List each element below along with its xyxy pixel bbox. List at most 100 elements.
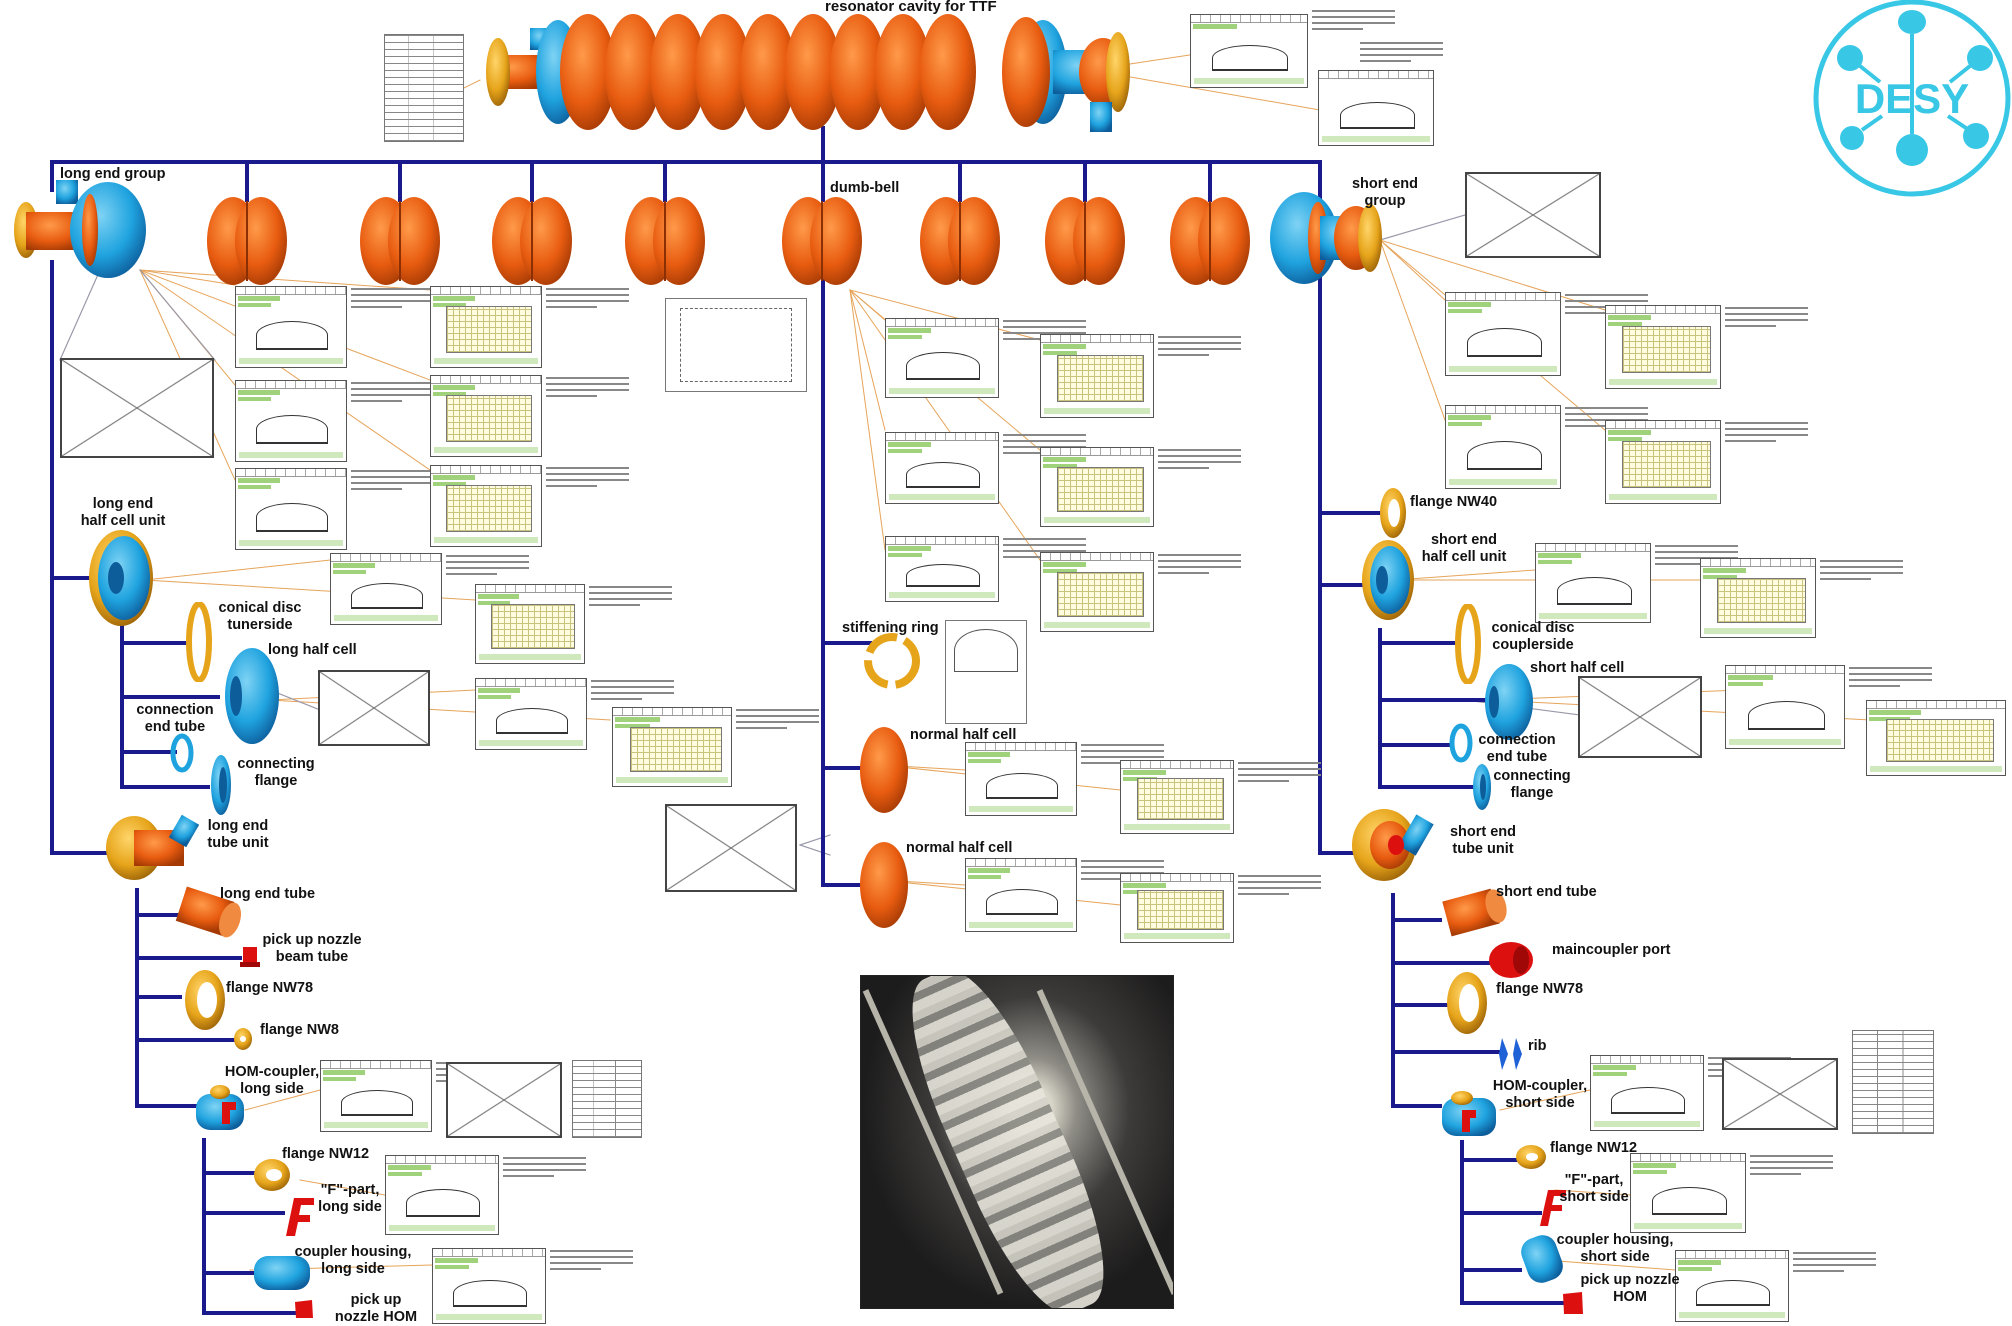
cavity-inspection-sheet [1190, 14, 1308, 88]
inspection-sheet [320, 1060, 432, 1132]
sheet-note [1793, 1248, 1885, 1278]
inspection-sheet [1040, 334, 1154, 418]
sheet-note [1725, 303, 1817, 333]
inspection-sheet [430, 465, 542, 547]
connecting-flange-label: connecting flange [1493, 768, 1571, 801]
cavity-assembly-icon [486, 14, 1130, 132]
sheet-note [1655, 541, 1747, 571]
inspection-sheet [1605, 420, 1721, 504]
resonator-title: resonator cavity for TTF [825, 0, 997, 15]
inspection-sheet [1866, 700, 2006, 776]
inspection-sheet [385, 1155, 499, 1235]
inspection-sheet [1725, 665, 1845, 749]
inspection-sheet [1445, 292, 1561, 376]
sheet-note [1820, 556, 1912, 586]
tube-icon [1442, 888, 1507, 937]
short-end-half-cell-unit-label: short end half cell unit [1421, 532, 1507, 565]
ring-icon [170, 733, 194, 773]
stiffening-ring-icon [864, 633, 920, 689]
inspection-sheet [885, 318, 999, 398]
drawing-table [1852, 1030, 1934, 1134]
short-half-cell-label: short half cell [1530, 660, 1625, 676]
hom-coupler-long-label: HOM-coupler, long side [224, 1064, 320, 1097]
conical-disc-couplerside-label: conical disc couplerside [1491, 620, 1575, 653]
flange-nw78-label: flange NW78 [1496, 981, 1584, 997]
inspection-sheet [1040, 552, 1154, 632]
inspection-sheet [965, 858, 1077, 932]
placeholder-box [446, 1062, 562, 1138]
dumb-bell-icon [625, 197, 705, 285]
long-half-cell-label: long half cell [268, 642, 357, 658]
sheet-note [1750, 1151, 1842, 1181]
f-part-icon [1540, 1190, 1566, 1226]
pick-up-nozzle-beam-tube-label: pick up nozzle beam tube [262, 932, 362, 965]
sheet-note [1003, 430, 1095, 460]
sheet-note [1238, 871, 1330, 901]
inspection-sheet [430, 286, 542, 368]
sheet-note [591, 676, 683, 706]
coupler-housing-icon [254, 1256, 310, 1290]
hom-coupler-short-label: HOM-coupler, short side [1492, 1078, 1588, 1111]
connection-end-tube-label: connection end tube [1478, 732, 1556, 765]
normal-half-cell-label: normal half cell [910, 727, 1017, 743]
sheet-note [446, 551, 538, 581]
maincoupler-port-label: maincoupler port [1552, 942, 1671, 958]
short-end-group-label: short end group [1351, 176, 1419, 209]
sheet-note [1849, 663, 1941, 693]
dumb-bell-icon [360, 197, 440, 285]
sheet-note [1158, 550, 1250, 580]
dumb-bell-label: dumb-bell [830, 180, 900, 196]
inspection-sheet [1590, 1055, 1704, 1131]
nozzle-icon [295, 1300, 313, 1318]
short-end-tube-label: short end tube [1496, 884, 1597, 900]
nozzle-icon [1563, 1292, 1583, 1314]
long-end-tube-unit-label: long end tube unit [207, 818, 269, 851]
flange-icon [1380, 488, 1406, 538]
sheet-note [589, 582, 681, 612]
inspection-sheet [1040, 447, 1154, 527]
flange-icon [185, 970, 225, 1030]
sheet-note [351, 284, 443, 314]
inspection-sheet [885, 536, 999, 602]
sheet-note [546, 284, 638, 314]
half-cell-icon [1485, 664, 1533, 740]
flange-icon [1516, 1145, 1546, 1169]
inspection-sheet [1120, 873, 1234, 943]
inspection-sheet [235, 380, 347, 462]
nozzle-icon [240, 947, 260, 967]
coupler-housing-long-label: coupler housing, long side [294, 1244, 412, 1277]
inspection-sheet [1120, 760, 1234, 834]
dumb-bell-icon [1045, 197, 1125, 285]
cavity-photo [860, 975, 1174, 1309]
sheet-note [1081, 740, 1173, 770]
sheet-note [546, 373, 638, 403]
placeholder-box [60, 358, 214, 458]
sheet-note [351, 378, 443, 408]
inspection-sheet [1630, 1153, 1746, 1233]
half-cell-unit-icon [89, 530, 153, 626]
flange-nw40-label: flange NW40 [1410, 494, 1498, 510]
conical-disc-icon [1455, 604, 1481, 684]
flange-nw12-label: flange NW12 [1550, 1140, 1638, 1156]
placeholder-box [318, 670, 430, 746]
sheet-note [1565, 290, 1657, 320]
flange-icon [254, 1159, 290, 1191]
flange-icon [1447, 972, 1487, 1034]
flange-nw8-label: flange NW8 [260, 1022, 339, 1038]
hom-coupler-icon [196, 1085, 244, 1130]
coupler-housing-short-label: coupler housing, short side [1556, 1232, 1674, 1265]
f-part-icon [286, 1198, 314, 1236]
inspection-sheet [430, 375, 542, 457]
dumb-bell-icon [207, 197, 287, 285]
sheet-note [1312, 6, 1404, 36]
inspection-sheet [1675, 1250, 1789, 1322]
flange-nw12-label: flange NW12 [282, 1146, 370, 1162]
half-cell-icon [860, 842, 908, 928]
maincoupler-port-icon [1489, 942, 1533, 978]
inspection-sheet [1445, 405, 1561, 489]
cavity-drawing-sheet [1318, 70, 1434, 146]
conical-disc-icon [186, 602, 212, 682]
inspection-sheet [885, 432, 999, 504]
half-cell-icon [860, 727, 908, 813]
short-end-group-icon [1270, 192, 1382, 284]
